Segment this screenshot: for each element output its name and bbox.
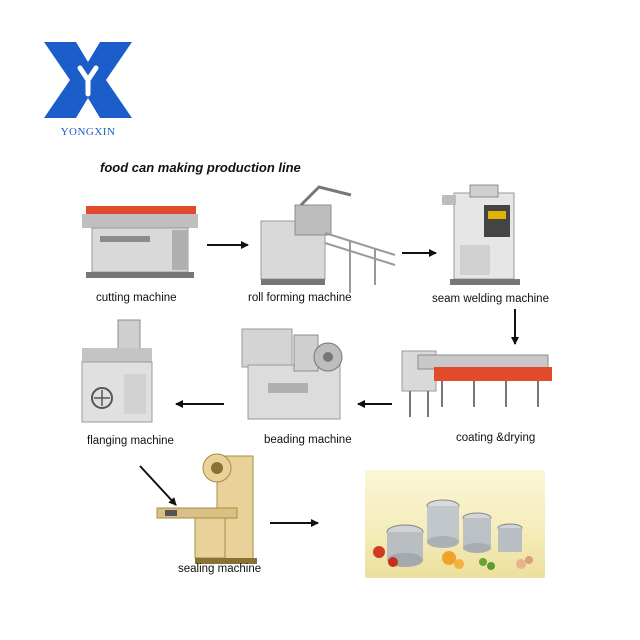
beading-machine-image <box>241 328 343 420</box>
diagram-title: food can making production line <box>100 160 301 175</box>
label-cutting-machine: cutting machine <box>96 292 177 304</box>
cans-illustration <box>373 499 533 570</box>
cutting-machine-image <box>82 206 198 278</box>
coating-drying-machine-image <box>401 350 552 417</box>
label-flanging-machine: flanging machine <box>87 435 174 447</box>
seam-welding-machine-image <box>442 184 520 285</box>
logo-wordmark: YONGXIN <box>60 126 116 138</box>
yongxin-logo <box>44 42 132 118</box>
label-roll-forming-machine: roll forming machine <box>248 292 352 304</box>
label-sealing-machine: sealing machine <box>178 563 262 575</box>
finished-cans-photo <box>365 470 545 578</box>
roll-forming-machine-image <box>260 185 396 293</box>
label-beading-machine: beading machine <box>264 434 352 446</box>
flanging-machine-image <box>81 319 153 423</box>
label-coating-drying: coating &drying <box>456 432 536 444</box>
label-seam-welding-machine: seam welding machine <box>432 293 549 305</box>
sealing-machine-image <box>156 453 257 564</box>
